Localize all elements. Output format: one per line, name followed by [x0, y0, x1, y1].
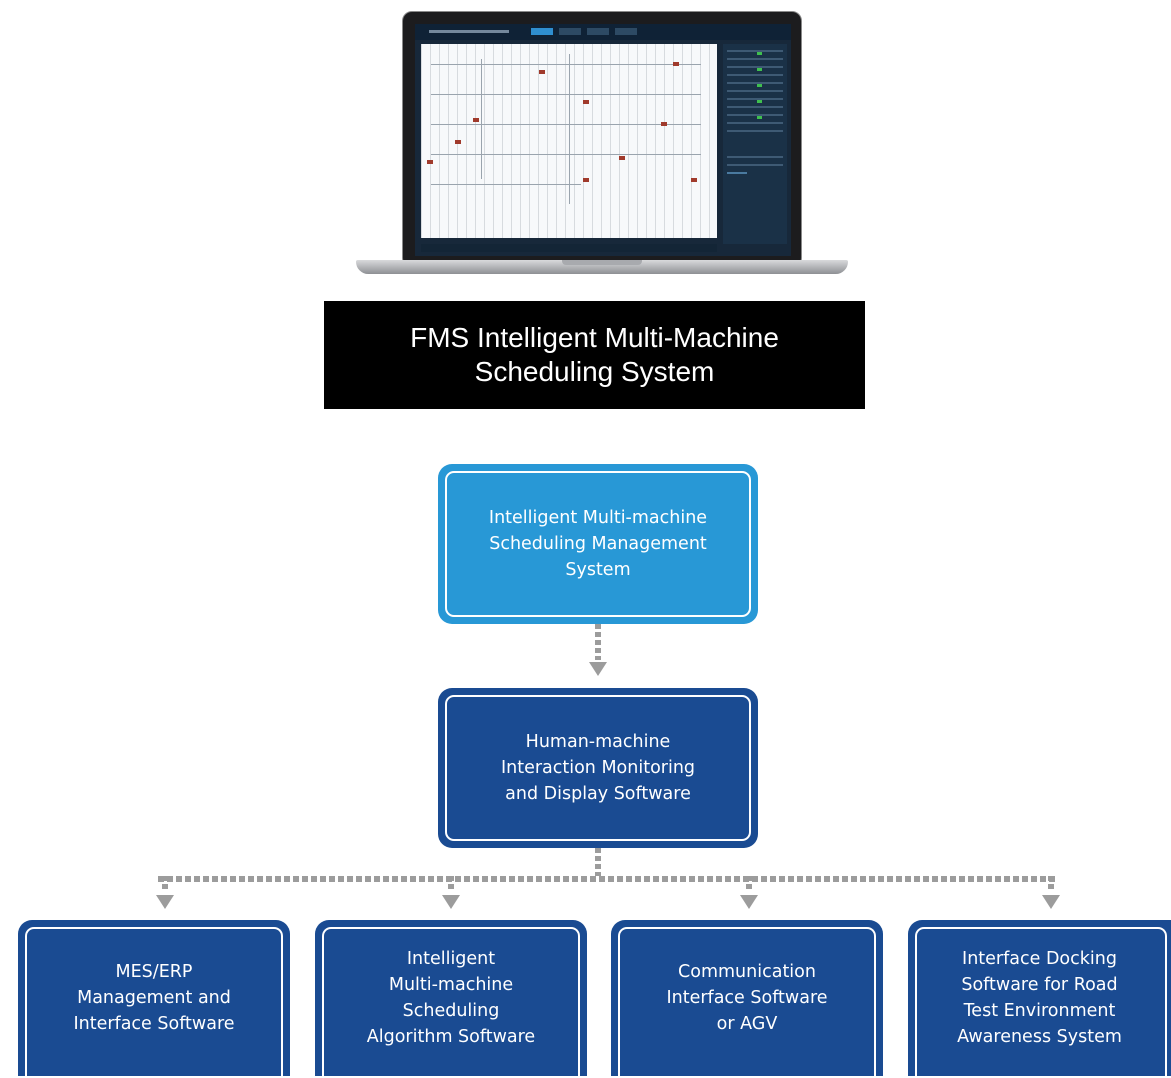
panel-row: [727, 66, 783, 68]
connector-bus: [158, 876, 1058, 882]
connector-line: [595, 848, 601, 876]
map-track: [431, 124, 701, 125]
road-test-docking-label: Interface Docking Software for Road Test…: [957, 949, 1122, 1047]
management-system-box: Intelligent Multi-machine Scheduling Man…: [438, 464, 758, 624]
status-indicator: [757, 116, 762, 119]
panel-row: [727, 122, 783, 124]
app-brand-mark: [429, 30, 509, 33]
panel-row: [727, 114, 783, 116]
map-track: [431, 184, 581, 185]
agv-marker: [583, 100, 589, 104]
laptop-screen: [415, 24, 791, 256]
laptop-base: [356, 260, 848, 274]
connector-line: [746, 876, 752, 892]
agv-marker: [455, 140, 461, 144]
communication-interface-label: Communication Interface Software or AGV: [666, 962, 828, 1034]
panel-row: [727, 50, 783, 52]
connector-line: [595, 624, 601, 660]
app-tab: [615, 28, 637, 35]
system-title-banner: FMS Intelligent Multi-Machine Scheduling…: [324, 301, 865, 409]
box-border: [445, 471, 751, 617]
communication-interface-box: Communication Interface Software or AGV: [611, 920, 883, 1078]
map-track: [481, 59, 482, 179]
system-title: FMS Intelligent Multi-Machine Scheduling…: [410, 322, 779, 387]
panel-row: [727, 130, 783, 132]
box-border: [618, 927, 876, 1078]
app-tab: [587, 28, 609, 35]
app-tab-active: [531, 28, 553, 35]
status-indicator: [757, 84, 762, 87]
mes-erp-software-box: MES/ERP Management and Interface Softwar…: [18, 920, 290, 1078]
scheduling-algorithm-label: Intelligent Multi-machine Scheduling Alg…: [366, 949, 536, 1047]
agv-marker: [691, 178, 697, 182]
agv-marker: [673, 62, 679, 66]
panel-row: [727, 106, 783, 108]
status-indicator: [757, 52, 762, 55]
map-track: [431, 154, 701, 155]
road-test-docking-box: Interface Docking Software for Road Test…: [908, 920, 1171, 1078]
map-track: [569, 54, 570, 204]
box-border: [322, 927, 580, 1078]
laptop-illustration: [356, 8, 848, 276]
arrow-down-icon: [156, 895, 174, 909]
arrow-down-icon: [1042, 895, 1060, 909]
laptop-lid: [402, 11, 802, 268]
map-track: [431, 64, 701, 65]
management-system-label: Intelligent Multi-machine Scheduling Man…: [488, 508, 708, 580]
app-tab: [559, 28, 581, 35]
agv-marker: [619, 156, 625, 160]
agv-marker: [661, 122, 667, 126]
connector-line: [448, 876, 454, 892]
agv-marker: [427, 160, 433, 164]
status-indicator: [757, 100, 762, 103]
panel-row: [727, 82, 783, 84]
mes-erp-software-label: MES/ERP Management and Interface Softwar…: [73, 962, 235, 1034]
arrow-down-icon: [740, 895, 758, 909]
box-border: [25, 927, 283, 1078]
panel-row: [727, 164, 783, 166]
hmi-software-box: Human-machine Interaction Monitoring and…: [438, 688, 758, 848]
box-border: [445, 695, 751, 841]
scheduling-algorithm-box: Intelligent Multi-machine Scheduling Alg…: [315, 920, 587, 1078]
agv-marker: [473, 118, 479, 122]
status-panel: [723, 44, 787, 244]
hmi-software-label: Human-machine Interaction Monitoring and…: [500, 732, 696, 804]
agv-marker: [583, 178, 589, 182]
connector-line: [162, 876, 168, 892]
arrow-down-icon: [442, 895, 460, 909]
panel-row: [727, 156, 783, 158]
panel-row: [727, 74, 783, 76]
panel-row: [727, 90, 783, 92]
panel-row: [727, 98, 783, 100]
app-header-bar: [415, 24, 791, 40]
panel-button: [727, 172, 747, 174]
agv-marker: [539, 70, 545, 74]
map-track: [431, 94, 701, 95]
box-border: [915, 927, 1167, 1078]
status-indicator: [757, 68, 762, 71]
connector-line: [1048, 876, 1054, 892]
laptop-notch: [562, 260, 642, 265]
panel-row: [727, 58, 783, 60]
arrow-down-icon: [589, 662, 607, 676]
app-status-bar: [421, 244, 717, 252]
agv-map: [421, 44, 717, 238]
